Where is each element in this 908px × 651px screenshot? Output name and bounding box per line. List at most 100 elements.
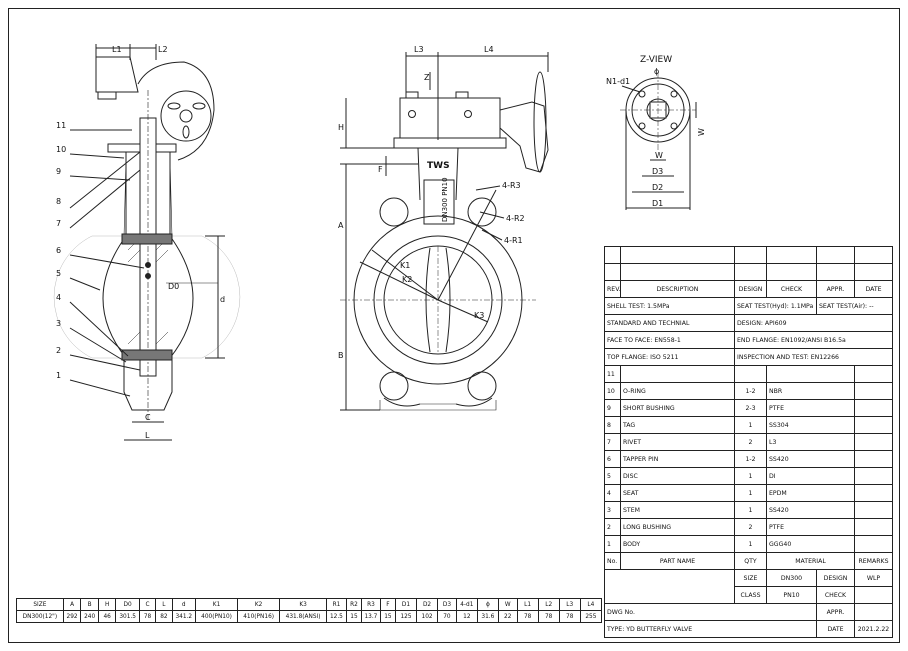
part-name: DISC [620,467,735,485]
part-name: SHORT BUSHING [620,399,735,417]
part-name: O-RING [620,382,735,400]
part-remarks [854,416,893,434]
part-no: 3 [604,501,621,519]
class-value: PN10 [766,586,817,604]
size-cell: 431.8(ANSI) [279,610,327,623]
callout-8: 8 [56,197,61,206]
dim-d: d [220,295,225,304]
size-cell: 13.7 [361,610,381,623]
size-col-header: D2 [416,598,439,611]
appr-label: APPR. [816,603,855,621]
size-col-header: H [97,598,117,611]
class-label: CLASS [734,586,767,604]
part-qty: 1 [734,484,767,502]
section-view [53,44,241,441]
check-header: CHECK [766,280,817,298]
dim-L1: L1 [112,45,122,54]
size-cell: 341.2 [171,610,196,623]
size-value: DN300 [766,569,817,587]
dim-W-h: W [655,151,663,160]
callout-9: 9 [56,167,61,176]
no-header: No. [604,552,621,570]
size-col-header: R3 [361,598,381,611]
size-col-header: C [138,598,157,611]
size-col-header: D3 [437,598,457,611]
part-no: 2 [604,518,621,536]
dim-L4: L4 [484,45,494,54]
size-col-header: 4-d1 [455,598,478,611]
size-col-header: K3 [279,598,327,611]
size-col-header: K1 [194,598,239,611]
dim-phi: ϕ [654,67,659,76]
part-material: L3 [766,433,855,451]
size-cell: 46 [97,610,117,623]
description-header: DESCRIPTION [620,280,735,298]
part-material: SS304 [766,416,855,434]
part-material: PTFE [766,399,855,417]
date-label: DATE [816,620,855,638]
size-col-header: W [497,598,518,611]
appr-header: APPR. [816,280,855,298]
part-material: NBR [766,382,855,400]
part-qty: 1 [734,416,767,434]
face-to-face: FACE TO FACE: EN558-1 [604,331,735,349]
tag-logo: TWS [427,161,450,171]
size-cell: DN300(12") [16,610,64,623]
size-col-header: F [379,598,396,611]
dim-D2: D2 [652,183,663,192]
size-cell: 410(PN16) [237,610,281,623]
part-remarks [854,450,893,468]
handwheel-outline [137,61,215,161]
size-col-header: L1 [516,598,539,611]
standard: STANDARD AND TECHNIAL [604,314,735,332]
callout-7: 7 [56,219,61,228]
size-col-header: B [80,598,99,611]
check-label: CHECK [816,586,855,604]
part-name-header: PART NAME [620,552,735,570]
size-col-header: R2 [345,598,363,611]
dim-D0: D0 [168,282,179,291]
part-material [766,365,855,383]
dim-D1: D1 [652,199,663,208]
size-cell: 301.5 [115,610,140,623]
size-label: SIZE [734,569,767,587]
part-material: SS420 [766,450,855,468]
part-no: 5 [604,467,621,485]
callout-11: 11 [56,121,66,130]
body-marking: DN300 PN10 [441,177,449,222]
callout-2: 2 [56,346,61,355]
part-material: SS420 [766,501,855,519]
part-material: DI [766,467,855,485]
design-header: DESIGN [734,280,767,298]
material-header: MATERIAL [766,552,855,570]
size-col-header: R1 [325,598,347,611]
dim-N1-d1: N1-d1 [606,77,630,86]
part-no: 4 [604,484,621,502]
part-qty [734,365,767,383]
part-remarks [854,365,893,383]
rev-header: REV. [604,280,621,298]
front-view [340,52,549,411]
part-material: PTFE [766,518,855,536]
size-cell: 70 [437,610,457,623]
size-cell: 240 [80,610,99,623]
dim-K1: K1 [400,261,410,270]
part-remarks [854,433,893,451]
part-name: LONG BUSHING [620,518,735,536]
dim-D3: D3 [652,167,663,176]
design-value: WLP [854,569,893,587]
size-cell: 78 [516,610,539,623]
part-qty: 1-2 [734,450,767,468]
part-remarks [854,399,893,417]
part-remarks [854,518,893,536]
top-flange: TOP FLANGE: ISO 5211 [604,348,735,366]
dim-H: H [338,123,344,132]
gearbox-housing [95,56,139,93]
dim-K3: K3 [474,311,484,320]
